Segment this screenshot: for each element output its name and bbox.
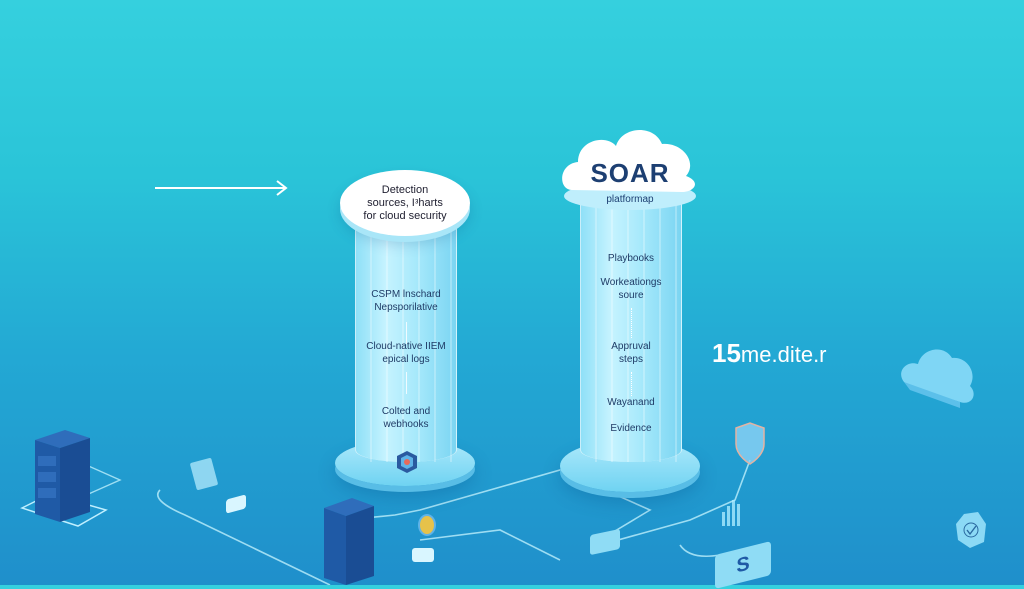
right-arrow-icon [155, 180, 288, 196]
shield-icon [735, 422, 765, 465]
right-item-4: Wayanand [607, 397, 655, 408]
soar-cloud-icon [562, 129, 696, 210]
server-rack-icon [324, 498, 374, 585]
cap-line-1: Detection [381, 183, 429, 196]
left-item-3-line1: Colted and [381, 406, 431, 417]
side-label-text: me.dite.r [740, 342, 827, 367]
soar-pillar: Playbooks Workeationgs soure Appruval st… [560, 120, 700, 500]
verified-badge-icon [956, 512, 986, 548]
coin-icon [418, 514, 436, 536]
cap-line-3: for cloud security [363, 209, 447, 222]
left-item-2-line2: epical logs [382, 354, 430, 365]
pillar-column: Playbooks Workeationgs soure Appruval st… [580, 200, 682, 462]
chip-icon [412, 548, 434, 562]
cap-line-2: sources, Iᵌharts [367, 196, 443, 209]
soar-subtitle: platformap [606, 194, 654, 205]
server-rack-icon [20, 430, 108, 527]
floating-cloud-icon [901, 349, 974, 408]
left-item-3-line2: webhooks [383, 419, 429, 430]
left-item-2-line1: Cloud-native IIEM [366, 341, 446, 352]
right-item-2-line2: soure [618, 290, 644, 301]
left-item-1-line2: Nepsporilative [374, 302, 438, 313]
left-item-1-line1: CSPM lnschard [371, 289, 441, 300]
right-item-1: Playbooks [607, 253, 655, 264]
side-label-number: 15 [712, 338, 741, 368]
pillar-column: CSPM lnschard Nepsporilative Cloud-nativ… [355, 200, 457, 473]
soar-title: SOAR [590, 158, 670, 188]
right-item-2-line1: Workeationgs [600, 277, 662, 288]
right-item-3-line1: Appruval [611, 341, 651, 352]
detection-sources-cap: Detection sources, Iᵌharts for cloud sec… [340, 170, 470, 236]
side-label: 15me.dite.r [712, 338, 827, 369]
shield-hexagon-icon [397, 451, 417, 473]
right-item-5: Evidence [610, 423, 652, 434]
detection-sources-pillar: CSPM lnschard Nepsporilative Cloud-nativ… [335, 170, 475, 490]
signal-bars-icon [722, 500, 740, 526]
right-item-3-line2: steps [619, 354, 643, 365]
